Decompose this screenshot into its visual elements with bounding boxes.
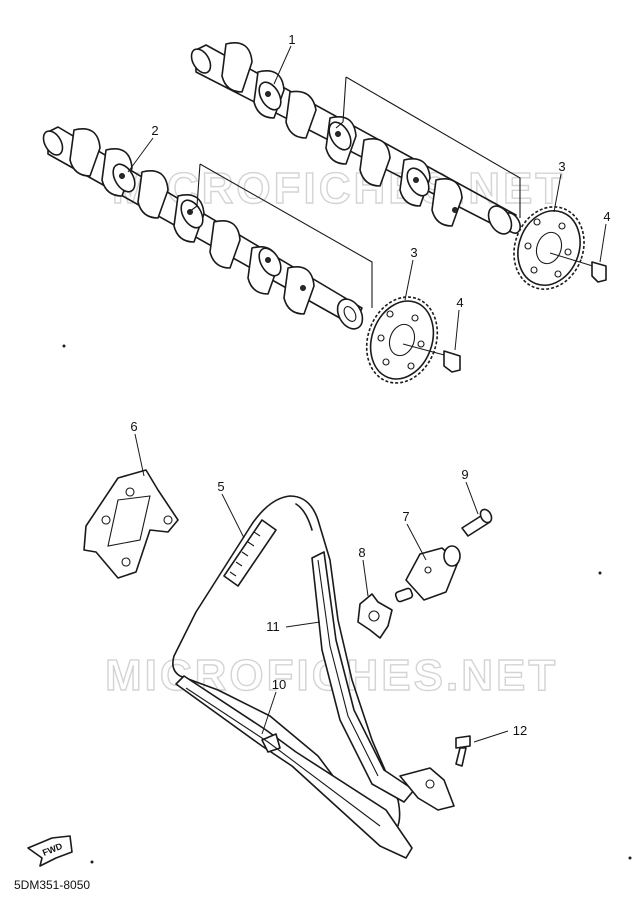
callout-3-upper: 3 bbox=[558, 159, 565, 174]
camshaft-lower bbox=[42, 126, 364, 330]
bolt-upper bbox=[549, 252, 607, 283]
chain-guide-bracket bbox=[83, 469, 179, 579]
bolt-lower bbox=[402, 343, 461, 373]
callout-9: 9 bbox=[461, 467, 468, 482]
diagram-code: 5DM351-8050 bbox=[14, 878, 91, 892]
callout-5: 5 bbox=[217, 479, 224, 494]
callout-2: 2 bbox=[151, 123, 158, 138]
forward-arrow-icon: FWD bbox=[27, 835, 73, 867]
callout-12: 12 bbox=[513, 723, 527, 738]
chain-link-detail bbox=[223, 519, 277, 587]
callout-7: 7 bbox=[402, 509, 409, 524]
callout-leaders bbox=[127, 45, 607, 743]
cam-sprocket-lower bbox=[365, 296, 439, 384]
camshaft-upper bbox=[190, 42, 521, 235]
reference-box-lower bbox=[188, 163, 373, 308]
guide-bolt bbox=[455, 735, 471, 767]
callout-4-upper: 4 bbox=[603, 209, 610, 224]
callout-3-lower: 3 bbox=[410, 245, 417, 260]
callout-labels: 1 2 3 3 4 4 5 6 7 8 9 10 11 12 bbox=[130, 32, 610, 738]
callout-11: 11 bbox=[266, 619, 280, 634]
tensioner-bolt bbox=[461, 508, 493, 537]
callout-10: 10 bbox=[272, 677, 286, 692]
callout-4-lower: 4 bbox=[456, 295, 463, 310]
chain-guide-intake bbox=[175, 675, 455, 859]
cam-sprocket-upper bbox=[513, 206, 585, 290]
callout-8: 8 bbox=[358, 545, 365, 560]
callout-1: 1 bbox=[288, 32, 295, 47]
tensioner-gasket bbox=[357, 593, 393, 639]
reference-box-upper bbox=[335, 76, 521, 218]
callout-6: 6 bbox=[130, 419, 137, 434]
chain-tensioner bbox=[394, 545, 461, 603]
